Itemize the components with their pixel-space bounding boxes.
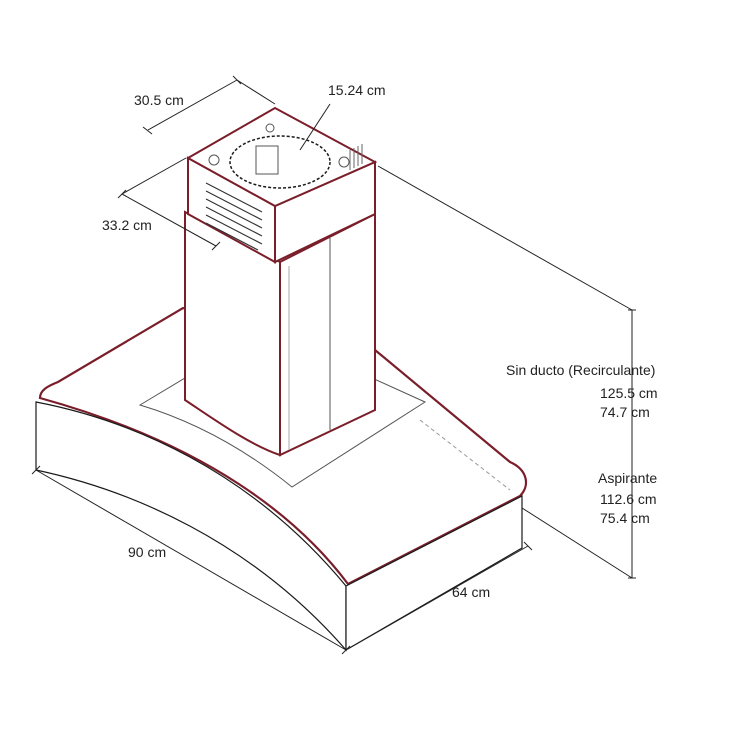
- label-hood-depth: 64 cm: [452, 584, 491, 600]
- label-top-depth: 30.5 cm: [134, 92, 184, 108]
- vent-grille: [205, 182, 263, 251]
- canopy-hidden-edge: [419, 419, 511, 491]
- duct-opening: [229, 135, 331, 189]
- vent-grille-side: [349, 144, 363, 170]
- label-ductless-title: Sin ducto (Recirculante): [506, 362, 656, 378]
- dim-line-top-width: [121, 193, 217, 247]
- dim-line-hood-width: [35, 469, 347, 651]
- dim-line-top-depth: [147, 79, 238, 131]
- dim-ext-left: [121, 157, 187, 195]
- label-ducted-title: Aspirante: [598, 470, 658, 486]
- label-ductless-max: 125.5 cm: [600, 385, 658, 401]
- duct-bracket: [255, 145, 279, 175]
- mount-hole-right: [338, 156, 350, 168]
- dim-ext-right-top: [377, 165, 633, 311]
- dim-ext-bottom-right: [521, 507, 633, 579]
- label-hood-width: 90 cm: [128, 544, 167, 560]
- canopy-inner-recess: [138, 377, 427, 488]
- chimney-top-face: [185, 106, 378, 208]
- dim-line-hood-depth: [345, 545, 529, 651]
- label-ductless-min: 74.7 cm: [600, 404, 650, 420]
- canopy-side-face: [345, 495, 523, 652]
- mount-hole-top: [265, 123, 275, 133]
- label-top-width: 33.2 cm: [102, 217, 152, 233]
- mount-hole-left: [208, 154, 220, 166]
- label-duct-diameter: 15.24 cm: [328, 82, 386, 98]
- leader-duct: [299, 103, 331, 151]
- label-ducted-min: 75.4 cm: [600, 510, 650, 526]
- dim-ext-top: [236, 79, 276, 105]
- label-ducted-max: 112.6 cm: [600, 491, 657, 507]
